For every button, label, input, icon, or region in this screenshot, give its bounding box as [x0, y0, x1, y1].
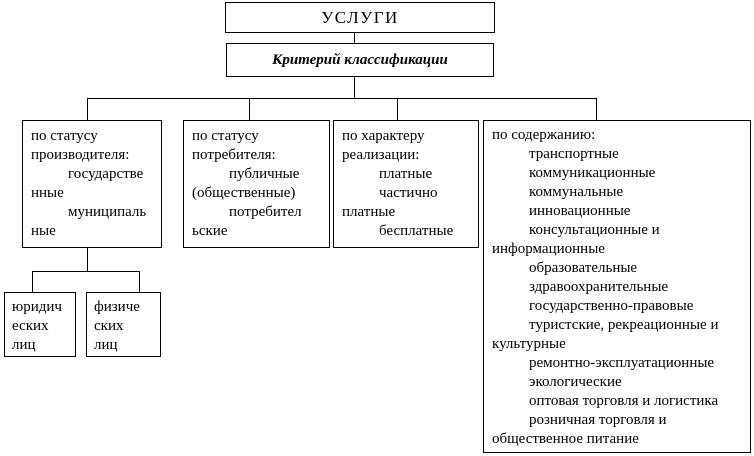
text-line: по характеру [342, 128, 425, 144]
text-line: лиц [12, 337, 36, 353]
text-line: муниципаль [68, 204, 147, 220]
text-line: культурные [492, 336, 566, 352]
criteria-box: Критерий классификации [226, 43, 494, 77]
text-line: платные [379, 166, 433, 182]
text-line: по содержанию: [492, 127, 596, 143]
connector-root-to-criteria [354, 33, 355, 43]
connector-drop-leaf1 [32, 271, 33, 292]
category-box-content: по содержанию: транспортные коммуникационн… [483, 120, 751, 453]
text-line: коммунальные [529, 184, 624, 200]
text-line: по статусу [192, 128, 259, 144]
connector-drop-leaf2 [139, 271, 140, 292]
text-line: консультационные и [529, 222, 660, 238]
connector-drop-box1 [87, 98, 88, 120]
connector-main-horizontal [87, 98, 597, 99]
text-line: лиц [94, 337, 118, 353]
root-box-services: УСЛУГИ [225, 2, 495, 33]
text-line: публичные [229, 166, 300, 182]
text-line: реализации: [342, 147, 420, 163]
text-line: по статусу [31, 128, 98, 144]
text-line: бесплатные [379, 223, 454, 239]
root-box-label: УСЛУГИ [321, 7, 399, 27]
text-line: нные [31, 185, 64, 201]
text-line: экологические [529, 374, 622, 390]
text-line: ные [31, 223, 56, 239]
connector-drop-box4 [596, 98, 597, 120]
connector-leaf-horizontal [32, 271, 139, 272]
text-line: государственно-правовые [529, 298, 694, 314]
text-line: ремонтно-эксплуатационные [529, 355, 715, 371]
text-line: розничная торговля и [529, 412, 667, 428]
category-box-consumer-status: по статусу потребителя: публичные (обществе… [183, 120, 330, 248]
category-box-realization-character: по характеру реализации: платные частично пл… [333, 120, 479, 248]
connector-drop-box3 [397, 98, 398, 120]
text-line: ьские [192, 223, 228, 239]
text-line: производителя: [31, 147, 130, 163]
criteria-box-label: Критерий классификации [272, 51, 448, 68]
text-line: (общественные) [192, 185, 296, 201]
text-line: информационные [492, 241, 605, 257]
text-line: здравоохранительные [529, 279, 669, 295]
text-line: еских [12, 318, 49, 334]
text-line: частично [379, 185, 438, 201]
text-line: потребителя: [192, 147, 276, 163]
text-line: оптовая торговля и логистика [529, 393, 719, 409]
connector-box1-stem [87, 248, 88, 271]
text-line: платные [342, 204, 396, 220]
text-line: потребител [229, 204, 302, 220]
text-line: физиче [94, 299, 140, 315]
leaf-box-individuals: физиче ских лиц [86, 292, 161, 357]
text-line: коммуникационные [529, 165, 656, 181]
text-line: юридич [12, 299, 62, 315]
text-line: ских [94, 318, 124, 334]
connector-drop-box2 [249, 98, 250, 120]
text-line: туристские, рекреационные и [529, 317, 719, 333]
text-line: инновационные [529, 203, 631, 219]
text-line: транспортные [529, 146, 619, 162]
text-line: общественное питание [492, 431, 639, 447]
text-line: государстве [68, 166, 144, 182]
connector-criteria-stem [354, 77, 355, 98]
leaf-box-legal-entities: юридич еских лиц [4, 292, 76, 357]
text-line: образовательные [529, 260, 638, 276]
